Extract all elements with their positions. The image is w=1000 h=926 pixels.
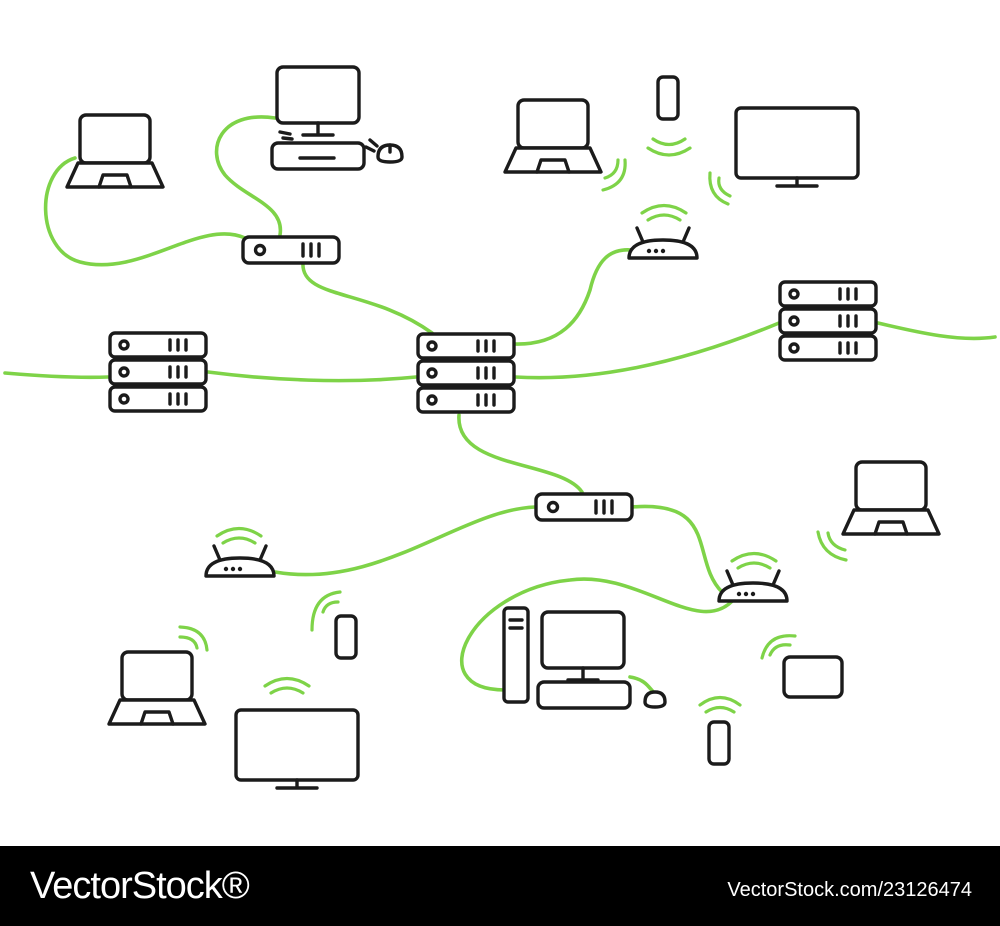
mouse-icon bbox=[364, 138, 404, 164]
smartphone-icon bbox=[656, 75, 680, 121]
connection-lines bbox=[3, 115, 997, 697]
wifi-icon bbox=[760, 634, 797, 660]
monitor-icon bbox=[234, 708, 360, 790]
wifi-icon bbox=[816, 530, 848, 562]
network-switch-icon bbox=[241, 235, 341, 265]
smartphone-icon bbox=[707, 720, 731, 766]
wifi-icon bbox=[698, 695, 742, 714]
server-rack-icon bbox=[778, 280, 878, 362]
wifi-router-icon bbox=[204, 544, 276, 578]
wifi-signals bbox=[178, 137, 848, 714]
wifi-icon bbox=[310, 590, 342, 632]
laptop-icon bbox=[841, 460, 941, 536]
smartphone-icon bbox=[334, 614, 358, 660]
wifi-icon bbox=[263, 676, 311, 695]
laptop-icon bbox=[107, 650, 207, 726]
mouse-icon bbox=[643, 690, 667, 709]
server-rack-icon bbox=[416, 332, 516, 414]
desktop-tower-computer-icon bbox=[502, 606, 632, 710]
laptop-icon bbox=[65, 113, 165, 189]
wifi-icon bbox=[601, 158, 627, 192]
wifi-icon bbox=[640, 203, 688, 222]
wifi-router-icon bbox=[627, 226, 699, 260]
network-diagram bbox=[3, 65, 997, 790]
server-rack-icon bbox=[108, 331, 208, 413]
footer-bar: VectorStock® VectorStock.com/23126474 bbox=[0, 846, 1000, 926]
monitor-icon bbox=[734, 106, 860, 188]
desktop-computer-icon bbox=[270, 65, 366, 171]
brand-logo[interactable]: VectorStock® bbox=[30, 865, 250, 907]
network-switch-icon bbox=[534, 492, 634, 522]
wifi-icon bbox=[215, 526, 263, 545]
wifi-icon bbox=[646, 137, 692, 157]
wifi-icon bbox=[730, 551, 778, 570]
image-credit: VectorStock.com/23126474 bbox=[727, 879, 972, 901]
wifi-router-icon bbox=[717, 569, 789, 603]
tablet-icon bbox=[782, 655, 844, 699]
laptop-icon bbox=[503, 98, 603, 174]
wifi-icon bbox=[708, 171, 732, 206]
wifi-icon bbox=[178, 625, 209, 652]
